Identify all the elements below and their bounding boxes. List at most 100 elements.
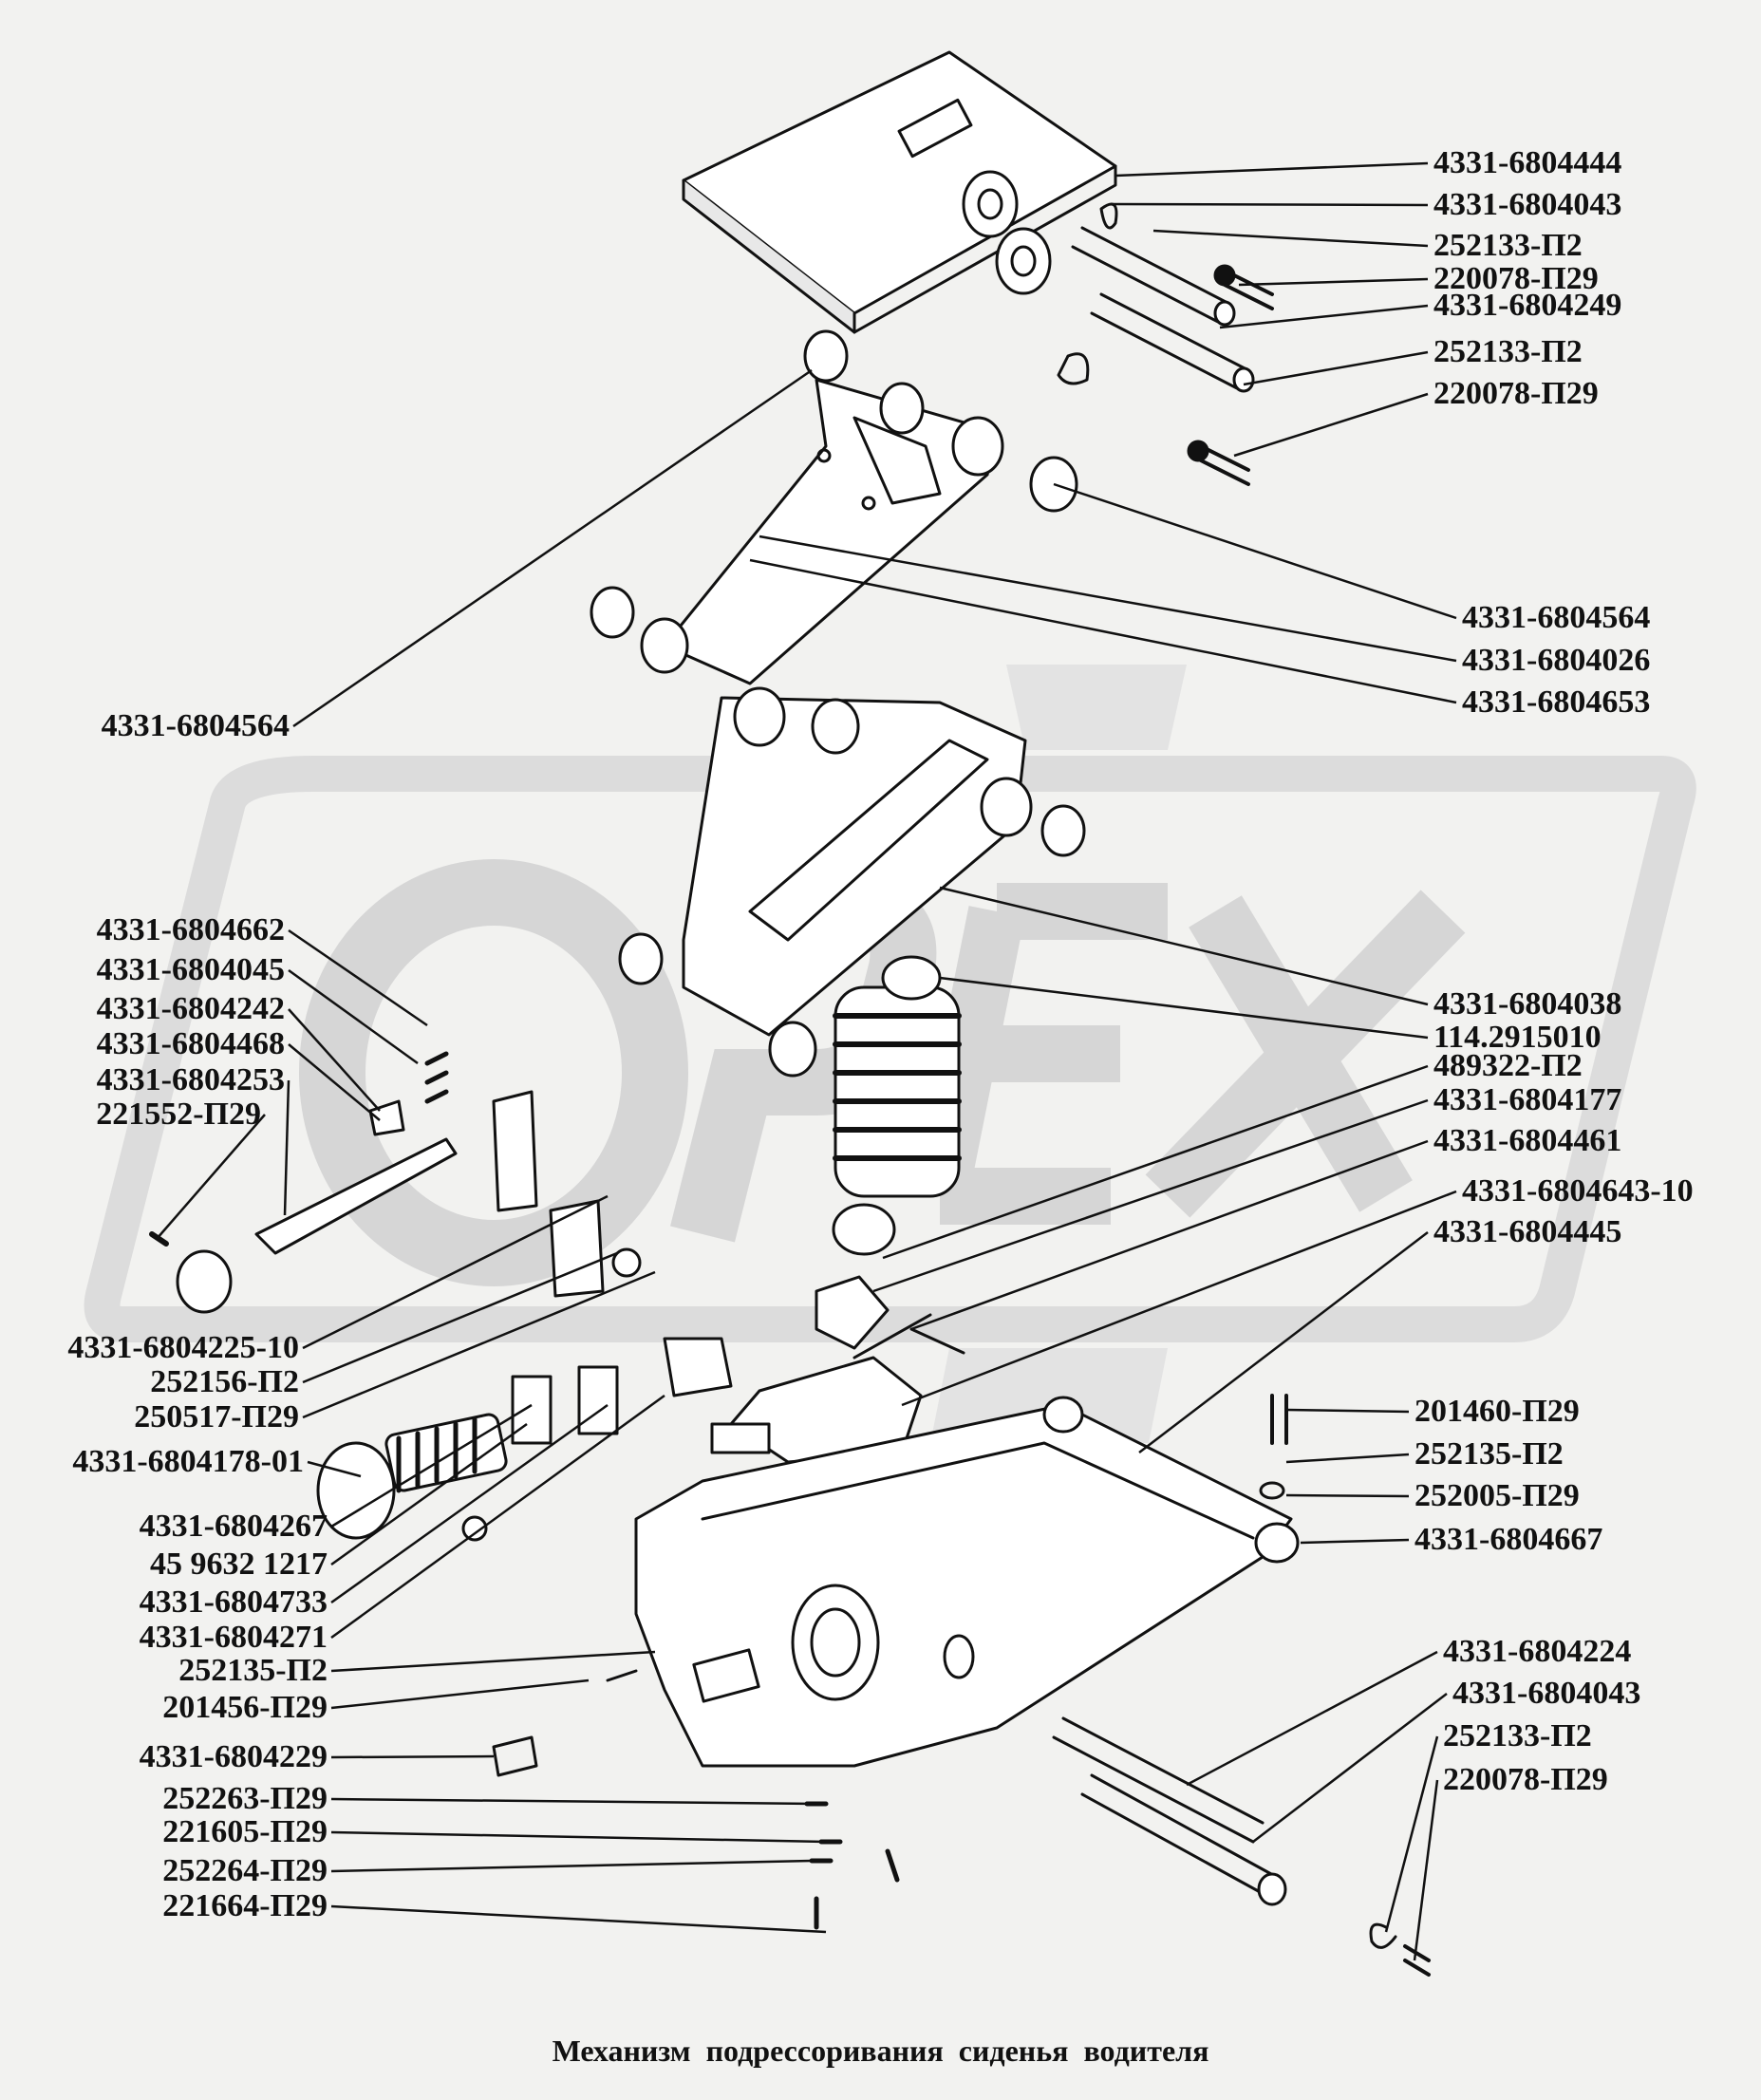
part-label-left: 252263-П29 bbox=[162, 1781, 328, 1816]
part-label-left: 4331-6804225-10 bbox=[67, 1330, 299, 1365]
leader-line bbox=[302, 1194, 609, 1350]
part-label-right: 4331-6804249 bbox=[1433, 288, 1622, 323]
leader-line bbox=[1285, 1408, 1410, 1414]
leader-line bbox=[288, 1008, 381, 1112]
leader-line bbox=[1285, 1453, 1410, 1464]
part-label-left: 4331-6804178-01 bbox=[72, 1444, 304, 1479]
part-label-left: 4331-6804564 bbox=[101, 708, 290, 743]
part-label-left: 4331-6804468 bbox=[96, 1026, 285, 1061]
part-label-right: 220078-П29 bbox=[1443, 1762, 1608, 1797]
leader-line bbox=[901, 1190, 1457, 1407]
part-label-left: 221664-П29 bbox=[162, 1888, 328, 1923]
leader-line bbox=[1053, 482, 1457, 620]
part-label-right: 4331-6804643-10 bbox=[1462, 1173, 1694, 1209]
leader-line bbox=[749, 558, 1457, 704]
leader-line bbox=[288, 928, 428, 1027]
part-label-right: 4331-6804445 bbox=[1433, 1214, 1622, 1249]
leader-line bbox=[1384, 1735, 1439, 1933]
part-label-left: 252156-П2 bbox=[150, 1364, 299, 1399]
part-label-left: 252135-П2 bbox=[178, 1653, 328, 1688]
leader-line bbox=[288, 968, 419, 1065]
leader-line bbox=[1413, 1779, 1439, 1961]
leader-line bbox=[1115, 161, 1429, 178]
part-label-right: 4331-6804043 bbox=[1433, 187, 1622, 222]
part-label-left: 252264-П29 bbox=[162, 1853, 328, 1888]
part-label-left: 4331-6804253 bbox=[96, 1062, 285, 1097]
leader-line bbox=[330, 1394, 665, 1640]
leader-line bbox=[1219, 304, 1429, 329]
part-label-left: 4331-6804733 bbox=[139, 1584, 328, 1620]
part-label-left: 4331-6804662 bbox=[96, 912, 285, 947]
upper-lever bbox=[590, 329, 1078, 685]
part-label-left: 4331-6804271 bbox=[139, 1620, 328, 1655]
part-label-right: 252133-П2 bbox=[1433, 334, 1583, 369]
part-label-right: 4331-6804224 bbox=[1443, 1634, 1632, 1669]
leader-line bbox=[939, 976, 1429, 1040]
part-label-right: 4331-6804667 bbox=[1414, 1522, 1603, 1557]
middle-lever bbox=[618, 686, 1086, 1078]
leader-line bbox=[1138, 1231, 1429, 1453]
leader-line bbox=[330, 1403, 609, 1604]
leader-line bbox=[330, 1859, 813, 1873]
leader-line bbox=[292, 368, 813, 728]
leader-line bbox=[1152, 229, 1429, 248]
adjustment-knob bbox=[316, 1365, 619, 1542]
part-label-right: 4331-6804444 bbox=[1433, 145, 1622, 180]
part-label-left: 4331-6804045 bbox=[96, 952, 285, 987]
leader-line bbox=[288, 1043, 381, 1121]
leader-line bbox=[156, 1114, 266, 1240]
leader-line bbox=[1238, 277, 1429, 287]
part-label-left: 250517-П29 bbox=[134, 1399, 299, 1434]
leader-line bbox=[330, 1904, 827, 1934]
leader-lines bbox=[156, 161, 1457, 1961]
part-label-right: 220078-П29 bbox=[1433, 261, 1599, 296]
leader-line bbox=[1300, 1538, 1410, 1545]
part-label-right: 114.2915010 bbox=[1433, 1020, 1602, 1055]
shock-absorber bbox=[832, 955, 962, 1256]
part-label-right: 252133-П2 bbox=[1443, 1718, 1592, 1753]
leader-line bbox=[330, 1403, 533, 1528]
part-label-right: 4331-6804026 bbox=[1462, 643, 1651, 678]
leader-line bbox=[330, 1650, 656, 1673]
part-label-right: 4331-6804461 bbox=[1433, 1123, 1622, 1158]
leader-line bbox=[1285, 1493, 1410, 1498]
leader-line bbox=[1252, 1693, 1448, 1843]
leader-line bbox=[872, 1098, 1429, 1293]
part-label-right: 4331-6804177 bbox=[1433, 1082, 1622, 1117]
leader-line bbox=[330, 1678, 590, 1710]
base-frame bbox=[634, 1396, 1300, 1768]
part-label-right: 252005-П29 bbox=[1414, 1478, 1580, 1513]
leader-line bbox=[330, 1422, 528, 1566]
part-label-right: 489322-П2 bbox=[1433, 1048, 1583, 1083]
leader-line bbox=[1243, 350, 1429, 386]
leader-line bbox=[1233, 392, 1429, 458]
leader-line bbox=[330, 1797, 817, 1806]
leader-line bbox=[302, 1251, 618, 1384]
part-label-right: 4331-6804038 bbox=[1433, 986, 1622, 1022]
part-label-left: 201456-П29 bbox=[162, 1690, 328, 1725]
part-label-right: 4331-6804653 bbox=[1462, 684, 1651, 720]
part-label-left: 221605-П29 bbox=[162, 1814, 328, 1849]
part-label-left: 4331-6804229 bbox=[139, 1739, 328, 1774]
leader-line bbox=[330, 1754, 495, 1759]
mounting-plate bbox=[682, 50, 1117, 334]
leader-line bbox=[939, 886, 1429, 1006]
part-label-right: 201460-П29 bbox=[1414, 1394, 1580, 1429]
part-label-right: 4331-6804043 bbox=[1452, 1676, 1641, 1711]
seat-height-linkage bbox=[149, 1051, 642, 1314]
leader-line bbox=[1186, 1650, 1438, 1787]
part-label-right: 252135-П2 bbox=[1414, 1436, 1564, 1472]
leader-line bbox=[1110, 202, 1429, 207]
leader-line bbox=[759, 534, 1457, 663]
leader-line bbox=[910, 1139, 1429, 1331]
leader-line bbox=[307, 1460, 362, 1478]
part-label-left: 221552-П29 bbox=[96, 1097, 261, 1132]
part-label-left: 4331-6804267 bbox=[139, 1509, 328, 1544]
top-pins bbox=[1057, 202, 1274, 486]
leader-line bbox=[302, 1270, 656, 1419]
part-label-left: 45 9632 1217 bbox=[150, 1547, 328, 1582]
part-label-right: 252133-П2 bbox=[1433, 228, 1583, 263]
leader-line bbox=[882, 1064, 1429, 1260]
